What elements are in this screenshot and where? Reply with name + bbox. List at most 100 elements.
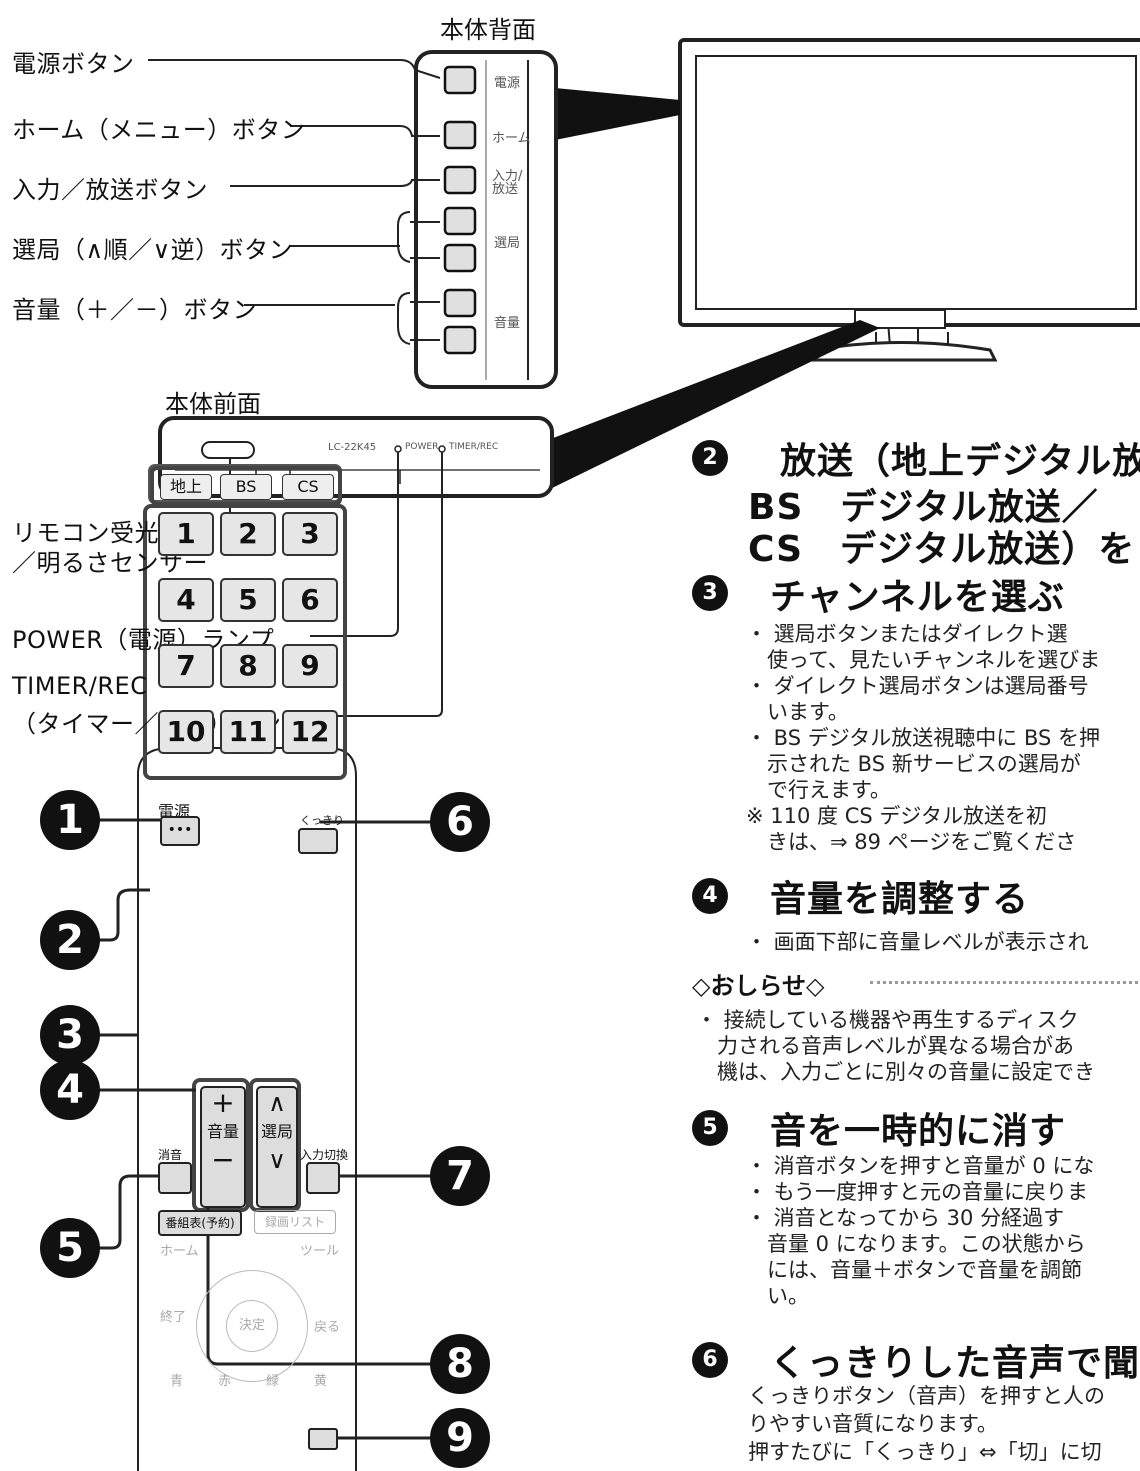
remote-bs-button[interactable]: BS [220,474,272,500]
callout-1: 1 [40,790,100,850]
rear-panel-title: 本体背面 [440,16,536,44]
s5-line: 音量 0 になります。この状態から [746,1232,1086,1256]
remote-tool-label: ツール [300,1244,340,1259]
remote-mute-button[interactable] [158,1162,192,1194]
rear-side-volume: 音量 [494,316,521,331]
notice-line: 力される音声レベルが異なる場合があ [696,1034,1074,1058]
remote-volume-label: 音量 [206,1122,239,1141]
remote-cs-button[interactable]: CS [282,474,334,500]
section-3-number: 3 [692,575,728,611]
notice-line: ・ 接続している機器や再生するディスク [696,1008,1079,1032]
remote-blue-label: 青 [170,1374,184,1389]
front-power-lamp: POWER [405,442,439,452]
s5-line: ・ 消音ボタンを押すと音量が 0 にな [746,1154,1095,1178]
remote-volume-rocker[interactable]: + 音量 − [200,1086,246,1208]
remote-kukkiri-button[interactable] [298,828,338,854]
remote-key-5[interactable]: 5 [220,578,276,622]
s3-line: ※ 110 度 CS デジタル放送を初 [746,804,1047,828]
remote-end-label: 終了 [160,1310,187,1325]
s5-line: ・ もう一度押すと元の音量に戻りま [746,1180,1089,1204]
callout-2: 2 [40,910,100,970]
label-input-button: 入力／放送ボタン [12,176,208,204]
front-model: LC-22K45 [328,442,377,453]
remote-key-9[interactable]: 9 [282,644,338,688]
remote-epg-button[interactable]: 番組表(予約) [158,1210,242,1236]
notice-line: 機は、入力ごとに別々の音量に設定でき [696,1060,1095,1084]
rear-side-input: 入力/放送 [492,169,523,197]
callout-8: 8 [430,1334,490,1394]
remote-channel-label: 選局 [260,1122,293,1141]
remote-key-7[interactable]: 7 [158,644,214,688]
remote-key-6[interactable]: 6 [282,578,338,622]
label-volume-buttons: 音量（＋／－）ボタン [12,296,257,324]
front-timer-lamp: TIMER/REC [449,442,499,452]
section-3-title: チャンネルを選ぶ [770,577,1065,618]
section-5-title: 音を一時的に消す [770,1111,1067,1152]
remote-reclist-button[interactable]: 録画リスト [254,1210,336,1234]
s3-line: ・ BS デジタル放送視聴中に BS を押 [746,726,1101,750]
s3-line: 使って、見たいチャンネルを選びま [746,648,1101,672]
label-power-button: 電源ボタン [12,50,135,78]
rear-side-power: 電源 [494,76,521,91]
s4-line: ・ 画面下部に音量レベルが表示され [746,930,1089,954]
label-channel-buttons: 選局（∧順／∨逆）ボタン [12,236,294,264]
remote-home-label: ホーム [160,1244,199,1259]
remote-dpad[interactable] [196,1270,308,1382]
section-4-title: 音量を調整する [770,879,1030,920]
remote-kukkiri-label: くっきり [300,814,344,827]
notice-divider [870,981,1140,984]
remote-green-label: 緑 [266,1374,280,1389]
section-6-number: 6 [692,1342,728,1378]
remote-input-button[interactable] [306,1162,340,1194]
remote-key-10[interactable]: 10 [158,710,214,754]
label-home-button: ホーム（メニュー）ボタン [12,116,306,144]
remote-button-9[interactable] [308,1428,338,1450]
remote-key-3[interactable]: 3 [282,512,338,556]
remote-key-12[interactable]: 12 [282,710,338,754]
section-4-number: 4 [692,878,728,914]
remote-red-label: 赤 [218,1374,232,1389]
remote-terrestrial-button[interactable]: 地上 [160,474,212,500]
remote-key-1[interactable]: 1 [158,512,214,556]
notice-heading: ◇おしらせ◇ [692,972,825,1000]
callout-5: 5 [40,1218,100,1278]
callout-9: 9 [430,1408,490,1468]
section-2-line-1: 放送（地上デジタル放 [780,441,1140,482]
remote-input-label: 入力切換 [300,1148,349,1162]
section-6-title: くっきりした音声で聞 [770,1343,1140,1384]
callout-3: 3 [40,1005,100,1065]
s3-line: います。 [746,700,849,724]
callout-4: 4 [40,1060,100,1120]
remote-key-8[interactable]: 8 [220,644,276,688]
s6-line: 押すたびに「くっきり」⇔「切」に切 [748,1440,1102,1464]
remote-power-button[interactable]: ••• [160,816,200,846]
callout-6: 6 [430,792,490,852]
rear-side-channel: 選局 [494,236,521,251]
s6-line: くっきりボタン（音声）を押すと人の [748,1384,1105,1408]
s6-line: りやすい音質になります。 [748,1412,998,1436]
remote-key-2[interactable]: 2 [220,512,276,556]
s3-line: ・ ダイレクト選局ボタンは選局番号 [746,674,1089,698]
section-5-number: 5 [692,1110,728,1146]
remote-yellow-label: 黄 [314,1374,328,1389]
section-2-line-2: BS デジタル放送／ [748,487,1099,528]
section-2-number: 2 [692,440,728,476]
callout-7: 7 [430,1146,490,1206]
remote-mute-label: 消音 [158,1148,183,1162]
remote-key-11[interactable]: 11 [220,710,276,754]
front-panel-title: 本体前面 [165,390,261,418]
remote-enter-button[interactable]: 決定 [226,1300,278,1352]
section-2-line-3: CS デジタル放送）を [748,529,1136,570]
s5-line: には、音量＋ボタンで音量を調節 [746,1258,1082,1282]
s3-line: ・ 選局ボタンまたはダイレクト選 [746,622,1068,646]
s3-line: 示された BS 新サービスの選局が [746,752,1081,776]
remote-key-4[interactable]: 4 [158,578,214,622]
label-remote-sensor: リモコン受光部 ／明るさセンサー [12,519,208,577]
s3-line: で行えます。 [746,778,891,802]
s5-line: ・ 消音となってから 30 分経過す [746,1206,1065,1230]
rear-side-home: ホーム [492,131,531,146]
remote-back-label: 戻る [314,1320,341,1335]
remote-channel-rocker[interactable]: ∧ 選局 ∨ [256,1086,298,1208]
s5-line: い。 [746,1284,809,1308]
